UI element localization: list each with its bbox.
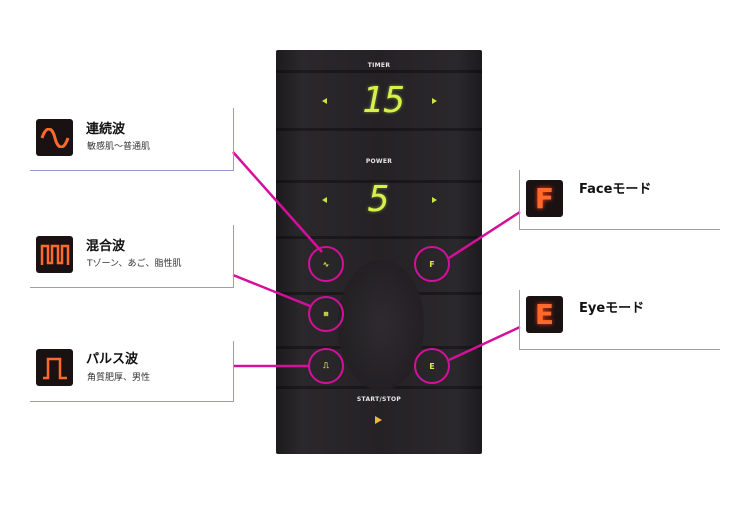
mixed-wave-icon (36, 236, 73, 273)
connector-eye (448, 325, 521, 362)
panel-ridge (276, 70, 482, 73)
power-label: POWER (365, 158, 393, 165)
eye-mode-label: E (429, 361, 435, 371)
pulse-wave-icon (36, 349, 73, 386)
mixed-wave-button[interactable]: ⩎ (308, 296, 344, 332)
callout-title: 連続波 (86, 122, 126, 137)
device-control-panel: TIMER 15 POWER 5 ∿ ⩎ ⎍ F E START/STOP (276, 50, 482, 454)
callout-subtitle: 角質肥厚、男性 (87, 373, 151, 383)
callout-subtitle: 敏感肌～普通肌 (87, 142, 151, 152)
callout-title: Faceモード (579, 182, 652, 197)
callout-continuous-wave: 連続波 敏感肌～普通肌 (30, 108, 234, 171)
timer-decrease-button[interactable] (322, 98, 327, 104)
start-stop-label: START/STOP (356, 396, 402, 403)
power-decrease-button[interactable] (322, 197, 327, 203)
power-display: 5 (368, 179, 390, 220)
connector-continuous (232, 151, 323, 253)
callout-eye-mode: E Eyeモード (519, 290, 720, 350)
eye-letter: E (534, 297, 555, 331)
continuous-wave-button[interactable]: ∿ (308, 246, 344, 282)
callout-face-mode: F Faceモード (519, 170, 720, 230)
callout-title: Eyeモード (579, 301, 645, 316)
face-letter-icon: F (526, 180, 563, 217)
timer-increase-button[interactable] (432, 98, 437, 104)
callout-title: パルス波 (86, 352, 139, 367)
eye-letter-icon: E (526, 296, 563, 333)
sine-wave-icon (36, 119, 73, 156)
timer-label: TIMER (367, 62, 391, 69)
mixed-wave-icon: ⩎ (323, 309, 329, 318)
panel-ridge (276, 128, 482, 131)
face-mode-label: F (429, 259, 435, 269)
face-letter: F (534, 181, 555, 215)
face-mode-button[interactable]: F (414, 246, 450, 282)
callout-title: 混合波 (86, 239, 126, 254)
panel-ridge (276, 236, 482, 239)
callout-subtitle: Tゾーン、あご、脂性肌 (87, 259, 182, 269)
connector-mixed (232, 273, 311, 308)
callout-mixed-wave: 混合波 Tゾーン、あご、脂性肌 (30, 225, 234, 288)
start-stop-button[interactable] (375, 416, 382, 424)
pulse-wave-icon: ⎍ (323, 361, 329, 370)
power-increase-button[interactable] (432, 197, 437, 203)
panel-ridge (276, 180, 482, 183)
callout-pulse-wave: パルス波 角質肥厚、男性 (30, 341, 234, 402)
center-wheel (338, 260, 424, 390)
connector-face (448, 210, 521, 260)
timer-display: 15 (362, 80, 406, 121)
eye-mode-button[interactable]: E (414, 348, 450, 384)
sine-wave-icon: ∿ (322, 259, 330, 269)
